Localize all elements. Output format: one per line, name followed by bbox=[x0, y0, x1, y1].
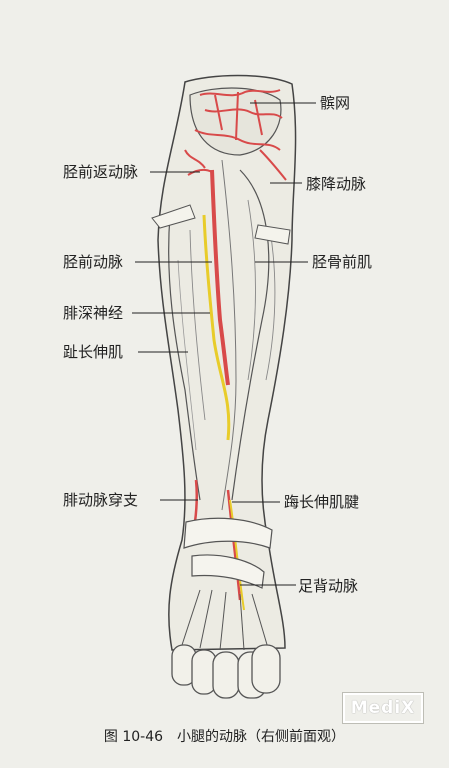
ankle-nerve-vessel bbox=[229, 499, 245, 611]
foot-tendons bbox=[181, 589, 269, 651]
inferior-extensor-retinaculum bbox=[191, 554, 265, 589]
tibialis-anterior-muscle bbox=[231, 169, 270, 501]
muscle-line-3 bbox=[189, 229, 206, 421]
muscle-line-2 bbox=[247, 199, 256, 381]
label-dorsalis-pedis-artery: 足背动脉 bbox=[298, 577, 359, 595]
label-anterior-tibial-artery: 胫前动脉 bbox=[63, 253, 124, 271]
leader-lines bbox=[132, 102, 316, 586]
figure-caption: 图 10-46 小腿的动脉（右侧前面观） bbox=[103, 729, 346, 745]
label-extensor-digitorum-longus: 趾长伸肌 bbox=[63, 343, 124, 361]
fascia-flap-right bbox=[254, 224, 291, 245]
toe-3 bbox=[212, 651, 240, 699]
label-tibialis-anterior: 胫骨前肌 bbox=[312, 253, 373, 271]
fascia-flap-left bbox=[151, 204, 196, 229]
label-deep-peroneal-nerve: 腓深神经 bbox=[63, 304, 124, 322]
label-patellar-network: 髌网 bbox=[320, 94, 351, 112]
muscle-line-1 bbox=[221, 159, 237, 511]
recurrent-artery-vessel bbox=[187, 168, 213, 176]
patella-region bbox=[189, 87, 282, 156]
label-extensor-hallucis-longus-tendon: 踇长伸肌腱 bbox=[284, 493, 360, 511]
label-anterior-tibial-recurrent-artery: 胫前返动脉 bbox=[63, 163, 139, 181]
deep-peroneal-nerve-vessel bbox=[202, 214, 231, 441]
superior-extensor-retinaculum bbox=[183, 517, 273, 549]
watermark-logo: MediX bbox=[343, 693, 423, 723]
patellar-network-vessels bbox=[184, 89, 287, 181]
toe-5 bbox=[251, 644, 281, 694]
dorsalis-pedis-vessel bbox=[226, 489, 242, 601]
label-perforating-branch-peroneal-artery: 腓动脉穿支 bbox=[63, 491, 139, 509]
extensor-digitorum-longus-muscle bbox=[168, 214, 201, 501]
toes bbox=[171, 644, 281, 699]
anterior-tibial-artery-vessel bbox=[210, 169, 230, 386]
label-descending-genicular-artery: 膝降动脉 bbox=[306, 175, 367, 193]
muscle-line-5 bbox=[177, 259, 197, 451]
muscle-line-4 bbox=[265, 229, 276, 381]
